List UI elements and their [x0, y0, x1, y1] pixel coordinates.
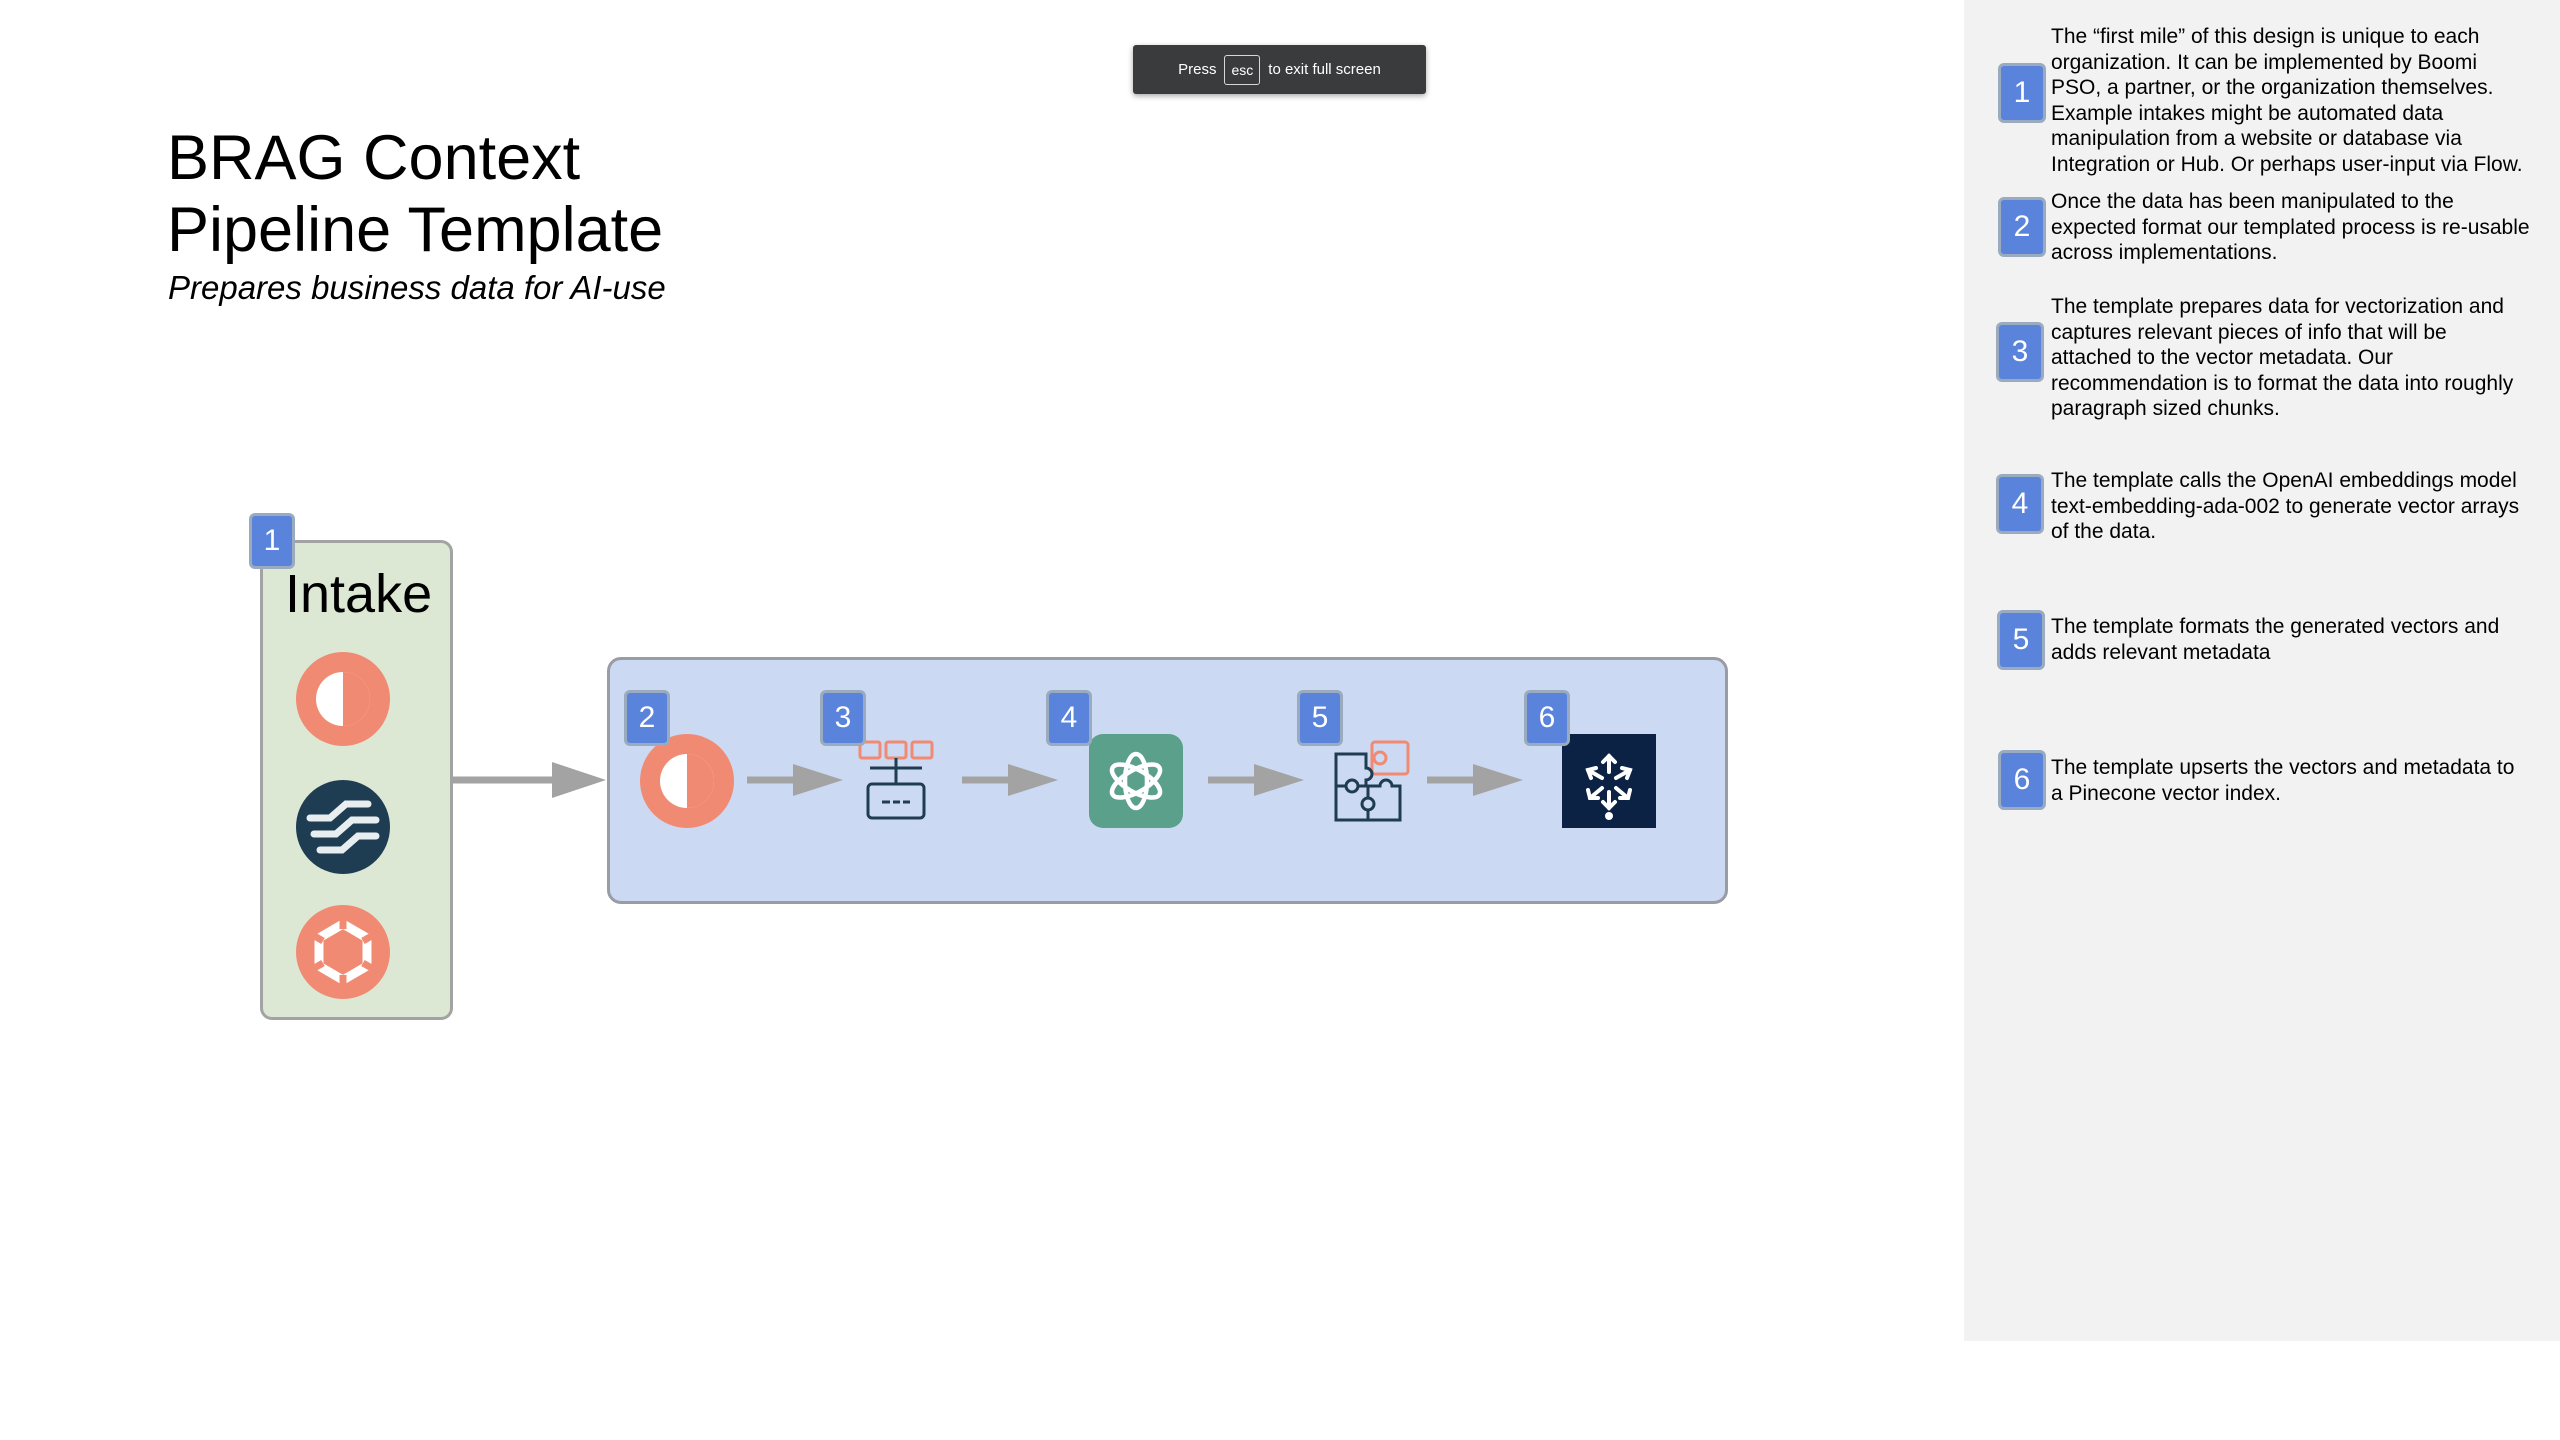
intake-label: Intake — [285, 564, 433, 624]
intake-to-pipeline-arrow — [452, 762, 606, 798]
toast-press-text: Press — [1178, 61, 1217, 78]
pinecone-logo-icon — [1562, 734, 1656, 828]
step-2-badge: 2 — [624, 690, 670, 746]
puzzle-icon — [1334, 740, 1410, 822]
step-3-badge: 3 — [820, 690, 866, 746]
step-5-badge: 5 — [1297, 690, 1343, 746]
exit-fullscreen-toast: Press esc to exit full screen — [1133, 45, 1426, 94]
openai-logo-icon — [1089, 734, 1183, 828]
note-2-text: Once the data has been manipulated to th… — [2051, 190, 2530, 264]
note-4-text: The template calls the OpenAI embeddings… — [2051, 469, 2520, 543]
hexagon-gear-logo-icon — [296, 905, 390, 999]
slide-subtitle: Prepares business data for AI-use — [168, 269, 666, 306]
note-4-badge: 4 — [1996, 474, 2044, 534]
boomi-logo-icon — [640, 734, 734, 828]
intake-step-badge: 1 — [249, 513, 295, 569]
note-3-badge: 3 — [1996, 322, 2044, 382]
note-3-text: The template prepares data for vectoriza… — [2051, 295, 2514, 420]
data-mapping-icon — [858, 740, 934, 820]
note-6-badge: 6 — [1998, 750, 2046, 810]
note-5-text: The template formats the generated vecto… — [2051, 615, 2500, 664]
step-4-badge: 4 — [1046, 690, 1092, 746]
note-5-badge: 5 — [1997, 610, 2045, 670]
step-arrow — [1427, 764, 1523, 796]
note-1-text: The “first mile” of this design is uniqu… — [2051, 25, 2523, 176]
step-arrow — [1208, 764, 1304, 796]
step-6-badge: 6 — [1524, 690, 1570, 746]
note-1-badge: 1 — [1998, 63, 2046, 123]
note-2-badge: 2 — [1998, 197, 2046, 257]
stripes-circle-logo-icon — [296, 780, 390, 874]
boomi-logo-icon — [296, 652, 390, 746]
toast-suffix-text: to exit full screen — [1268, 61, 1381, 78]
esc-key-hint: esc — [1224, 54, 1261, 85]
step-arrow — [962, 764, 1058, 796]
speaker-notes-panel — [1964, 0, 2560, 1341]
step-arrow — [747, 764, 843, 796]
slide-title: BRAG Context Pipeline Template — [167, 123, 664, 265]
note-6-text: The template upserts the vectors and met… — [2051, 756, 2515, 805]
